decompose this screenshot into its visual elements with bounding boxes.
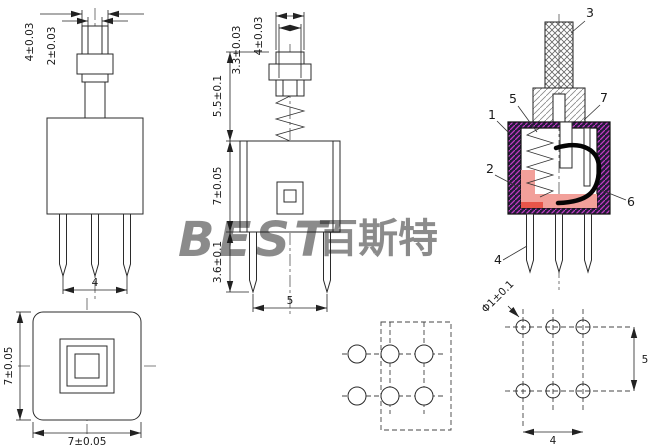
section-contact — [276, 181, 304, 215]
callout-2: 2 — [486, 161, 494, 176]
assembly-leader-lines — [494, 20, 627, 261]
pcb1-holes — [347, 344, 434, 406]
section-collar-dim: 3.3±0.03 — [231, 26, 243, 75]
pcb2-hole-diameter-dim: Φ1±0.1 — [479, 278, 516, 315]
pcb1-body-outline — [380, 321, 452, 431]
front-view: 4±0.03 2±0.03 4 — [24, 8, 144, 300]
callout-5: 5 — [509, 91, 517, 106]
front-plunger — [76, 25, 114, 119]
section-dimension-lines — [226, 12, 328, 312]
section-body-height-dim: 7±0.05 — [212, 167, 224, 206]
top-view-outline — [32, 311, 142, 421]
section-spring — [274, 95, 306, 142]
pcb-pattern-view — [342, 321, 452, 431]
section-pins — [249, 231, 331, 294]
pcb-dimension-view: 5 4 Φ1±0.1 — [479, 278, 648, 447]
top-view: 7±0.05 7±0.05 — [3, 298, 156, 448]
front-body — [46, 117, 144, 215]
top-view-dimension-lines — [16, 311, 142, 438]
assembly-contact-plate — [583, 127, 591, 187]
callout-1: 1 — [488, 107, 496, 122]
front-dimension-lines — [40, 10, 144, 294]
front-pins — [59, 213, 131, 278]
assembly-collar — [532, 87, 586, 123]
pcb2-col-span-dim: 4 — [550, 435, 557, 447]
section-body — [239, 140, 341, 233]
pcb2-row-pitch-dim: 5 — [642, 354, 649, 366]
front-plunger-outer-dim: 4±0.03 — [24, 23, 36, 62]
section-pin-length-dim: 3.6±0.1 — [212, 241, 224, 283]
top-view-inner-squares — [59, 338, 115, 394]
watermark-cjk: 百斯特 — [318, 216, 438, 262]
assembly-pins — [526, 213, 592, 274]
top-view-side-dim: 7±0.05 — [3, 347, 15, 386]
pcb2-centerlines — [505, 309, 632, 428]
pcb2-holes — [515, 319, 591, 399]
section-view: 4±0.03 3.3±0.03 5.5±0.1 7±0.05 3.6±0.1 5 — [212, 12, 341, 314]
section-cap-dim: 4±0.03 — [253, 17, 265, 56]
watermark-latin: BEST — [178, 212, 331, 268]
section-plunger — [268, 51, 312, 97]
front-pin-span-dim: 4 — [92, 277, 99, 289]
section-pitch-dim: 5 — [287, 295, 294, 307]
assembly-cap — [544, 21, 574, 89]
callout-6: 6 — [627, 194, 635, 209]
callout-3: 3 — [586, 5, 594, 20]
section-body-walls — [246, 141, 334, 232]
top-view-bottom-dim: 7±0.05 — [68, 436, 107, 448]
callout-7: 7 — [600, 90, 608, 105]
assembly-view: 3 5 7 1 2 6 4 — [486, 5, 635, 290]
pcb2-dimension-lines — [507, 305, 638, 436]
assembly-spring — [525, 127, 555, 198]
section-travel-dim: 5.5±0.1 — [212, 75, 224, 117]
watermark: BEST 百斯特 — [178, 212, 438, 268]
assembly-wire-contact — [553, 143, 602, 206]
front-plunger-inner-dim: 2±0.03 — [46, 27, 58, 66]
callout-4: 4 — [494, 252, 502, 267]
